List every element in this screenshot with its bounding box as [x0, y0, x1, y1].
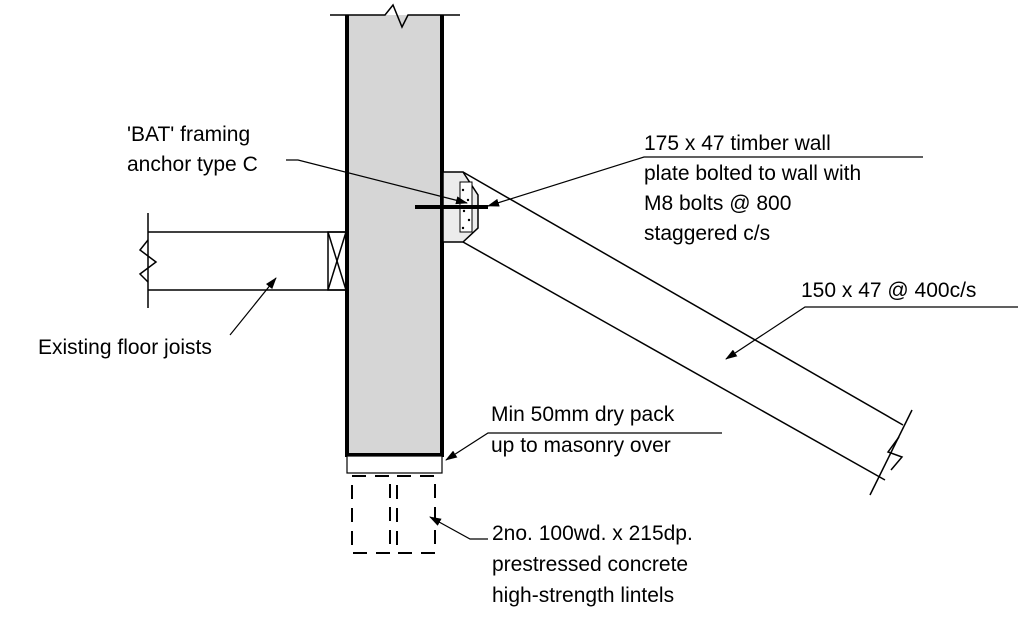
floor-joists: [138, 213, 347, 308]
label-wall-plate: 175 x 47 timber wall plate bolted to wal…: [644, 132, 867, 245]
masonry-wall: [330, 3, 460, 457]
label-dry-pack: Min 50mm dry pack up to masonry over: [491, 403, 680, 457]
leader-lines: [229, 156, 1018, 540]
label-bat-anchor: 'BAT' framing anchor type C: [127, 123, 258, 176]
label-floor-joists: Existing floor joists: [38, 336, 212, 359]
label-lintels: 2no. 100wd. x 215dp. prestressed concret…: [492, 522, 699, 607]
lintels: [351, 475, 436, 554]
label-rafter: 150 x 47 @ 400c/s: [801, 279, 976, 302]
wall-break-line: [330, 3, 460, 29]
dry-pack: [346, 455, 443, 474]
rafter: [462, 171, 913, 496]
